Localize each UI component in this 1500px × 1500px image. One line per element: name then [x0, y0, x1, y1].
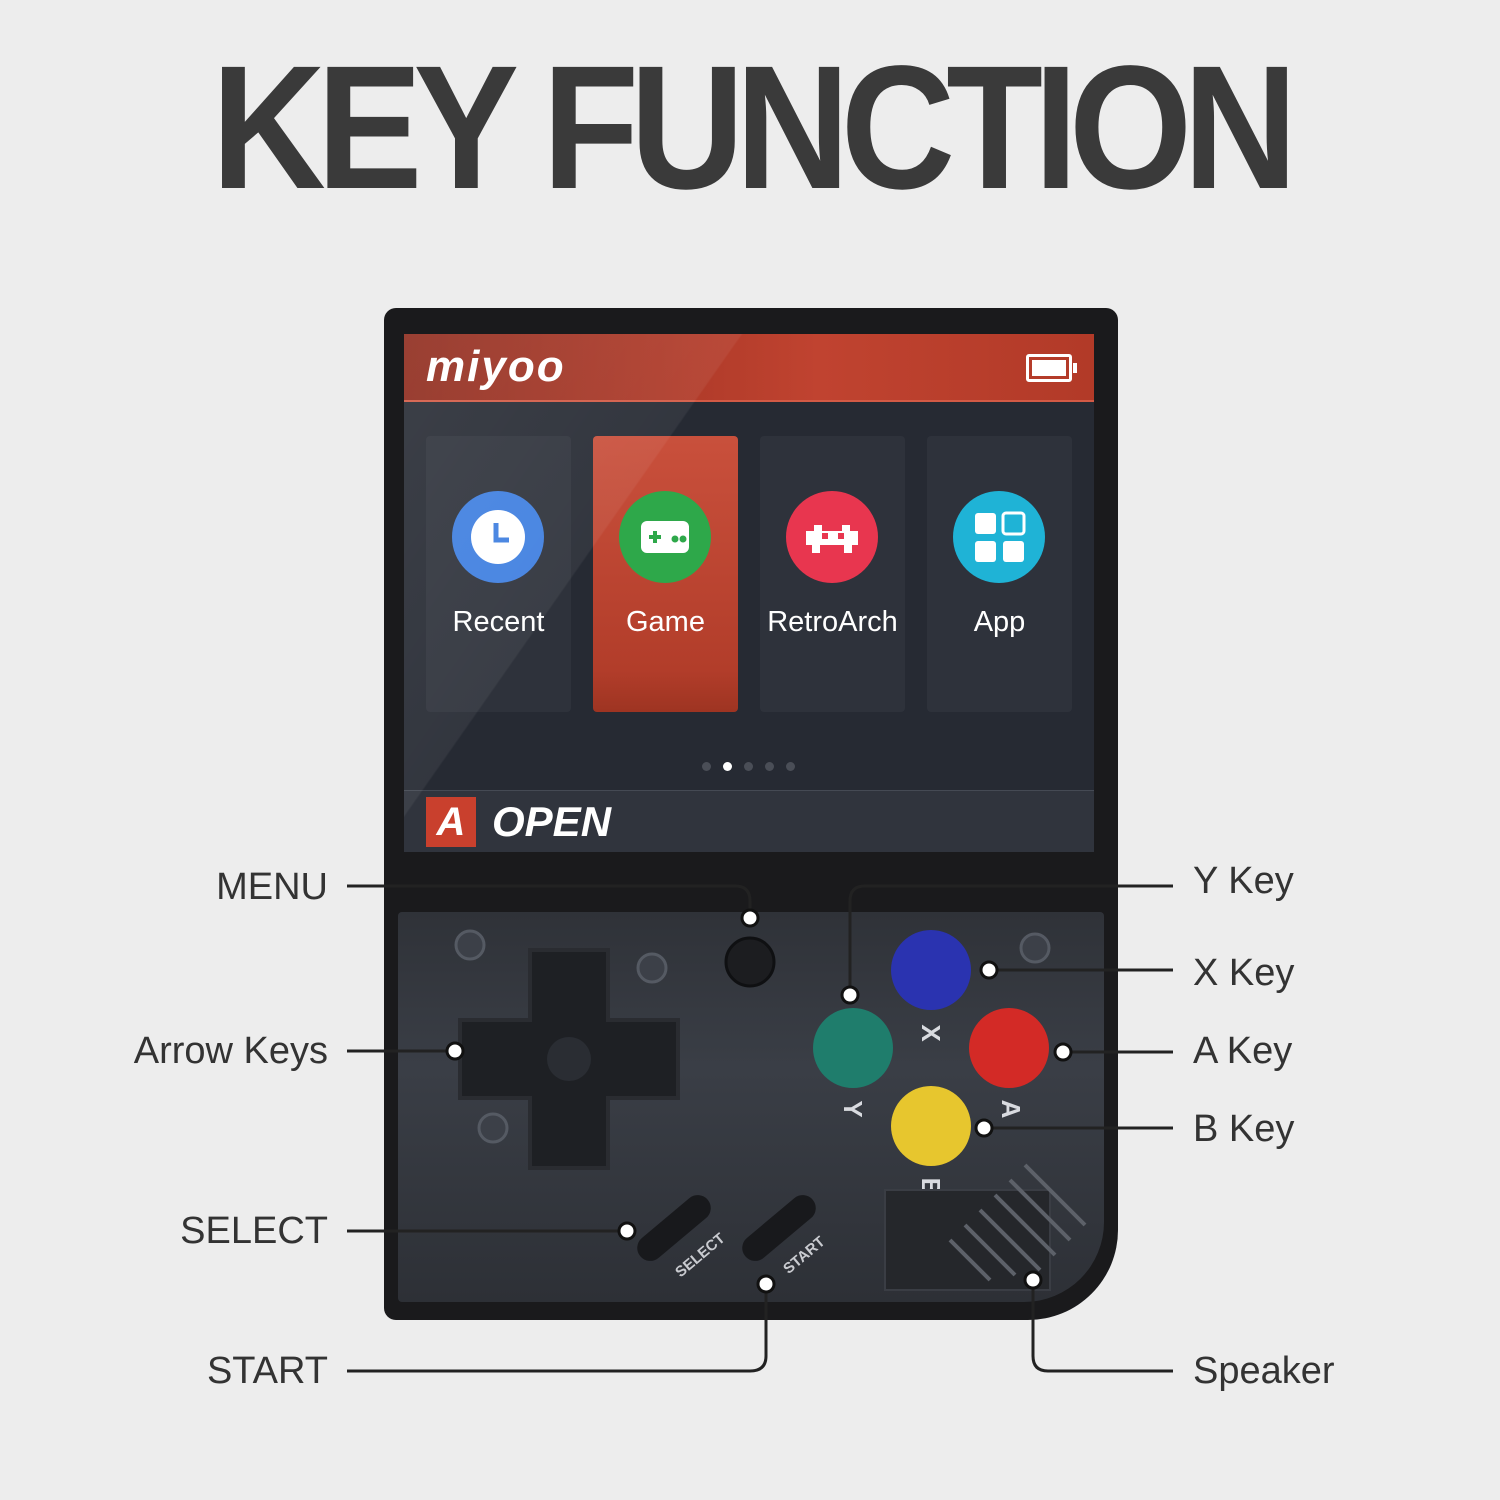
a-key-badge: A	[426, 797, 476, 847]
app-grid-icon	[953, 491, 1045, 583]
miyoo-logo: miyoo	[426, 342, 566, 391]
space-invader-icon	[786, 491, 878, 583]
screen-topbar: miyoo	[404, 334, 1094, 402]
callout-start: START	[206, 1350, 328, 1392]
menu-tile-label: RetroArch	[767, 606, 898, 638]
a-button[interactable]	[969, 1008, 1049, 1088]
callout-b-key: B Key	[1193, 1108, 1295, 1150]
x-button[interactable]	[891, 930, 971, 1010]
callout-arrow-keys: Arrow Keys	[133, 1030, 328, 1072]
screw	[477, 1112, 509, 1144]
screw	[454, 929, 486, 961]
menu-button[interactable]	[724, 936, 776, 988]
menu-tile-label: Recent	[452, 606, 545, 638]
y-button[interactable]	[813, 1008, 893, 1088]
menu-tile-label: Game	[626, 606, 705, 638]
callout-y-key: Y Key	[1193, 860, 1294, 902]
page-dot	[744, 762, 753, 771]
gamepad-icon	[619, 491, 711, 583]
leader-lines	[347, 884, 1173, 1373]
page-dot	[702, 762, 711, 771]
b-button[interactable]	[891, 1086, 971, 1166]
callout-x-key: X Key	[1193, 952, 1295, 994]
page-dot	[786, 762, 795, 771]
page-indicator	[702, 758, 807, 776]
menu-tile-retroarch[interactable]: RetroArch	[760, 436, 905, 712]
x-button-letter: X	[916, 1024, 946, 1042]
a-button-letter: A	[996, 1100, 1026, 1119]
d-pad[interactable]	[458, 948, 680, 1170]
select-button[interactable]	[632, 1190, 716, 1266]
start-button[interactable]	[737, 1190, 821, 1266]
page-dot-active	[723, 762, 732, 771]
page-title: KEY FUNCTION	[211, 30, 1297, 226]
battery-icon	[1026, 354, 1077, 382]
start-button-label: START	[780, 1233, 828, 1277]
callout-select: SELECT	[180, 1210, 328, 1252]
callout-a-key: A Key	[1193, 1030, 1293, 1072]
callout-menu: MENU	[216, 866, 328, 908]
hint-action: OPEN	[492, 798, 612, 845]
y-button-letter: Y	[838, 1100, 868, 1117]
clock-icon	[452, 491, 544, 583]
hint-bar: A OPEN	[404, 790, 1094, 852]
speaker-grille	[884, 1163, 1087, 1291]
menu-tile-game[interactable]: Game	[593, 436, 738, 712]
menu-tile-label: App	[973, 606, 1026, 638]
callout-speaker: Speaker	[1193, 1350, 1335, 1392]
menu-tile-app[interactable]: App	[927, 436, 1072, 712]
screw	[1019, 932, 1051, 964]
screw	[636, 952, 668, 984]
menu-tile-recent[interactable]: Recent	[426, 436, 571, 712]
page-dot	[765, 762, 774, 771]
leader-endpoints	[445, 908, 1073, 1294]
